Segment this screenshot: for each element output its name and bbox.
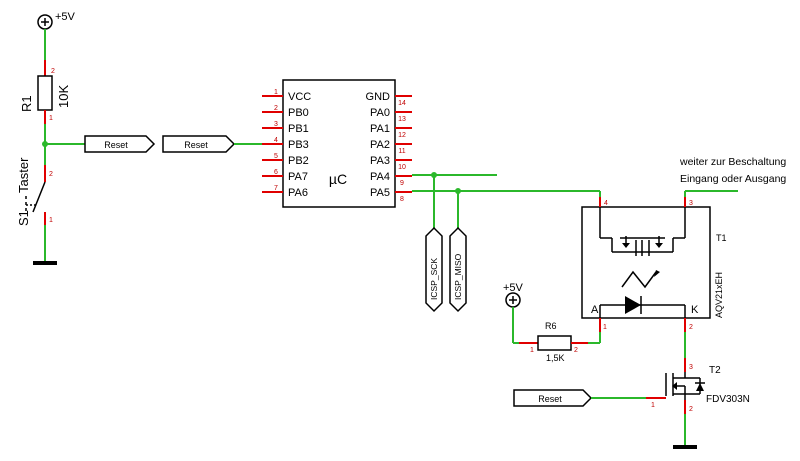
mcu-pin-label: PA2 <box>370 139 390 151</box>
mcu-pin-number: 13 <box>398 116 406 123</box>
s1-pin2: 2 <box>49 171 53 178</box>
s1-pin1: 1 <box>49 217 53 224</box>
s1-ref: S1 <box>16 210 31 226</box>
t1-pin2: 2 <box>689 324 693 331</box>
t1-pin4: 4 <box>604 200 608 207</box>
vcc-label-r6: +5V <box>503 282 524 294</box>
t2-pin2: 2 <box>689 406 693 413</box>
mcu-pin-number: 9 <box>400 180 404 187</box>
r6-pin2: 2 <box>574 347 578 354</box>
mcu-pin-label: VCC <box>288 91 311 103</box>
mcu-pin-label: GND <box>366 91 391 103</box>
resistor-r6 <box>537 335 572 351</box>
net-label-reset-2: Reset <box>162 135 236 153</box>
mcu-pin-number: 6 <box>274 169 278 176</box>
vcc-label-top: +5V <box>55 11 76 23</box>
note-line2: Eingang oder Ausgang <box>680 173 786 185</box>
mcu-pin-number: 12 <box>398 132 406 139</box>
vcc-symbol-top <box>37 14 53 30</box>
t1-pin3: 3 <box>689 200 693 207</box>
photomos-switch <box>599 207 686 256</box>
t1-pin-k: K <box>691 304 699 316</box>
r6-pin1: 1 <box>530 347 534 354</box>
mcu-left-pins: 1 VCC 2 PB0 3 PB1 4 PB3 5 PB2 6 PA7 7 PA6 <box>262 89 311 199</box>
r1-ref: R1 <box>19 95 34 112</box>
svg-text:Reset: Reset <box>104 140 128 150</box>
mcu-pin-number: 3 <box>274 121 278 128</box>
mcu-pin-label: PB1 <box>288 123 309 135</box>
svg-text:Reset: Reset <box>184 140 208 150</box>
t1-ref: T1 <box>716 233 727 243</box>
mcu-pin-label: PA0 <box>370 107 390 119</box>
mcu-pin-label: PA5 <box>370 187 390 199</box>
t2-value: FDV303N <box>706 394 750 405</box>
t2-pin3: 3 <box>689 364 693 371</box>
net-label-icsp-sck: ICSP_SCK <box>425 226 443 313</box>
svg-text:ICSP_SCK: ICSP_SCK <box>429 258 439 300</box>
mcu-pin-number: 7 <box>274 185 278 192</box>
t1-value: AQV21xEH <box>714 272 724 318</box>
mcu-pin-number: 14 <box>398 100 406 107</box>
mcu-pin-number: 2 <box>274 105 278 112</box>
net-label-reset-1: Reset <box>84 135 156 153</box>
mcu-pin-number: 1 <box>274 89 278 96</box>
r1-value: 10K <box>56 85 71 108</box>
mcu-pin-number: 5 <box>274 153 278 160</box>
t2-pin1: 1 <box>651 402 655 409</box>
t1-pin-a: A <box>591 304 599 316</box>
mcu-right-pins: 14 GND 13 PA0 12 PA1 11 PA2 10 PA3 9 PA4 8 PA5 <box>366 91 412 203</box>
mcu-pin-number: 4 <box>274 137 278 144</box>
mcu-name: µC <box>329 171 347 187</box>
vcc-symbol-r6 <box>505 292 521 308</box>
mcu-pin-number: 10 <box>398 164 406 171</box>
r6-value: 1,5K <box>546 353 565 363</box>
mosfet-t2 <box>665 372 705 400</box>
mcu-pin-label: PB3 <box>288 139 309 151</box>
light-arrow <box>621 270 657 289</box>
r1-pin2: 2 <box>51 68 55 75</box>
note-line1: weiter zur Beschaltung <box>679 156 786 168</box>
led-diode <box>600 296 685 314</box>
resistor-r1 <box>37 75 53 111</box>
mcu-pin-label: PB2 <box>288 155 309 167</box>
mcu-pin-label: PA1 <box>370 123 390 135</box>
r1-pin1: 1 <box>49 115 53 122</box>
mcu-pin-label: PA4 <box>370 171 390 183</box>
mcu-pin-number: 8 <box>400 196 404 203</box>
mcu-pin-number: 11 <box>398 148 405 155</box>
net-label-icsp-miso: ICSP_MISO <box>449 226 467 313</box>
svg-text:Reset: Reset <box>538 394 562 404</box>
photomos-t1 <box>581 206 711 319</box>
mcu-pin-label: PA7 <box>288 171 308 183</box>
mcu-pin-label: PA6 <box>288 187 308 199</box>
svg-text:ICSP_MISO: ICSP_MISO <box>453 253 463 300</box>
s1-value: Taster <box>16 157 31 193</box>
r6-ref: R6 <box>545 321 557 331</box>
mcu-pin-label: PB0 <box>288 107 309 119</box>
net-label-reset-3: Reset <box>513 389 593 407</box>
t1-pin1: 1 <box>603 324 607 331</box>
t2-ref: T2 <box>709 365 721 376</box>
switch-s1 <box>25 181 46 214</box>
mcu-pin-label: PA3 <box>370 155 390 167</box>
